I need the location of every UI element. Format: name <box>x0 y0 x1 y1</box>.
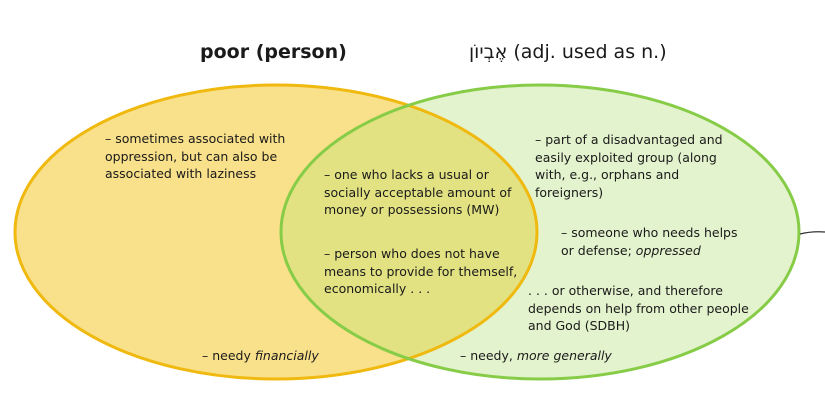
left-ellipse-outline <box>13 83 539 381</box>
right-note-sdbh: . . . or otherwise, and therefore depend… <box>528 283 749 333</box>
overlap-definition-mw: – one who lacks a usual or socially acce… <box>324 167 512 217</box>
hebrew-word: אֶבְיוֹן <box>469 41 508 63</box>
left-note-needy: – needy financially <box>202 347 319 365</box>
overlap-region <box>281 85 537 379</box>
left-needy-prefix: – needy <box>202 348 255 363</box>
right-note-group: – part of a disadvantaged and easily exp… <box>535 132 723 200</box>
overlap-definition-means: – person who does not have means to prov… <box>324 246 518 296</box>
right-oppressed-italic: oppressed <box>635 242 701 258</box>
left-note-association: – sometimes associated with oppression, … <box>105 131 286 181</box>
right-note-oppressed: – someone who needs helps or defense; op… <box>561 224 741 259</box>
left-needy-italic: financially <box>254 348 319 363</box>
right-set-title: אֶבְיוֹן (adj. used as n.) <box>469 40 667 64</box>
right-needy-italic: more generally <box>516 348 612 363</box>
left-set-title: poor (person) <box>200 41 347 63</box>
right-oppressed-prefix: – someone who needs helps or defense; <box>561 225 738 258</box>
hebrew-word-gloss: (adj. used as n.) <box>513 41 667 63</box>
right-ellipse-outline <box>279 83 801 381</box>
right-needy-prefix: – needy, <box>460 348 517 363</box>
right-note-needy: – needy, more generally <box>460 347 612 365</box>
connector-line <box>799 231 825 235</box>
